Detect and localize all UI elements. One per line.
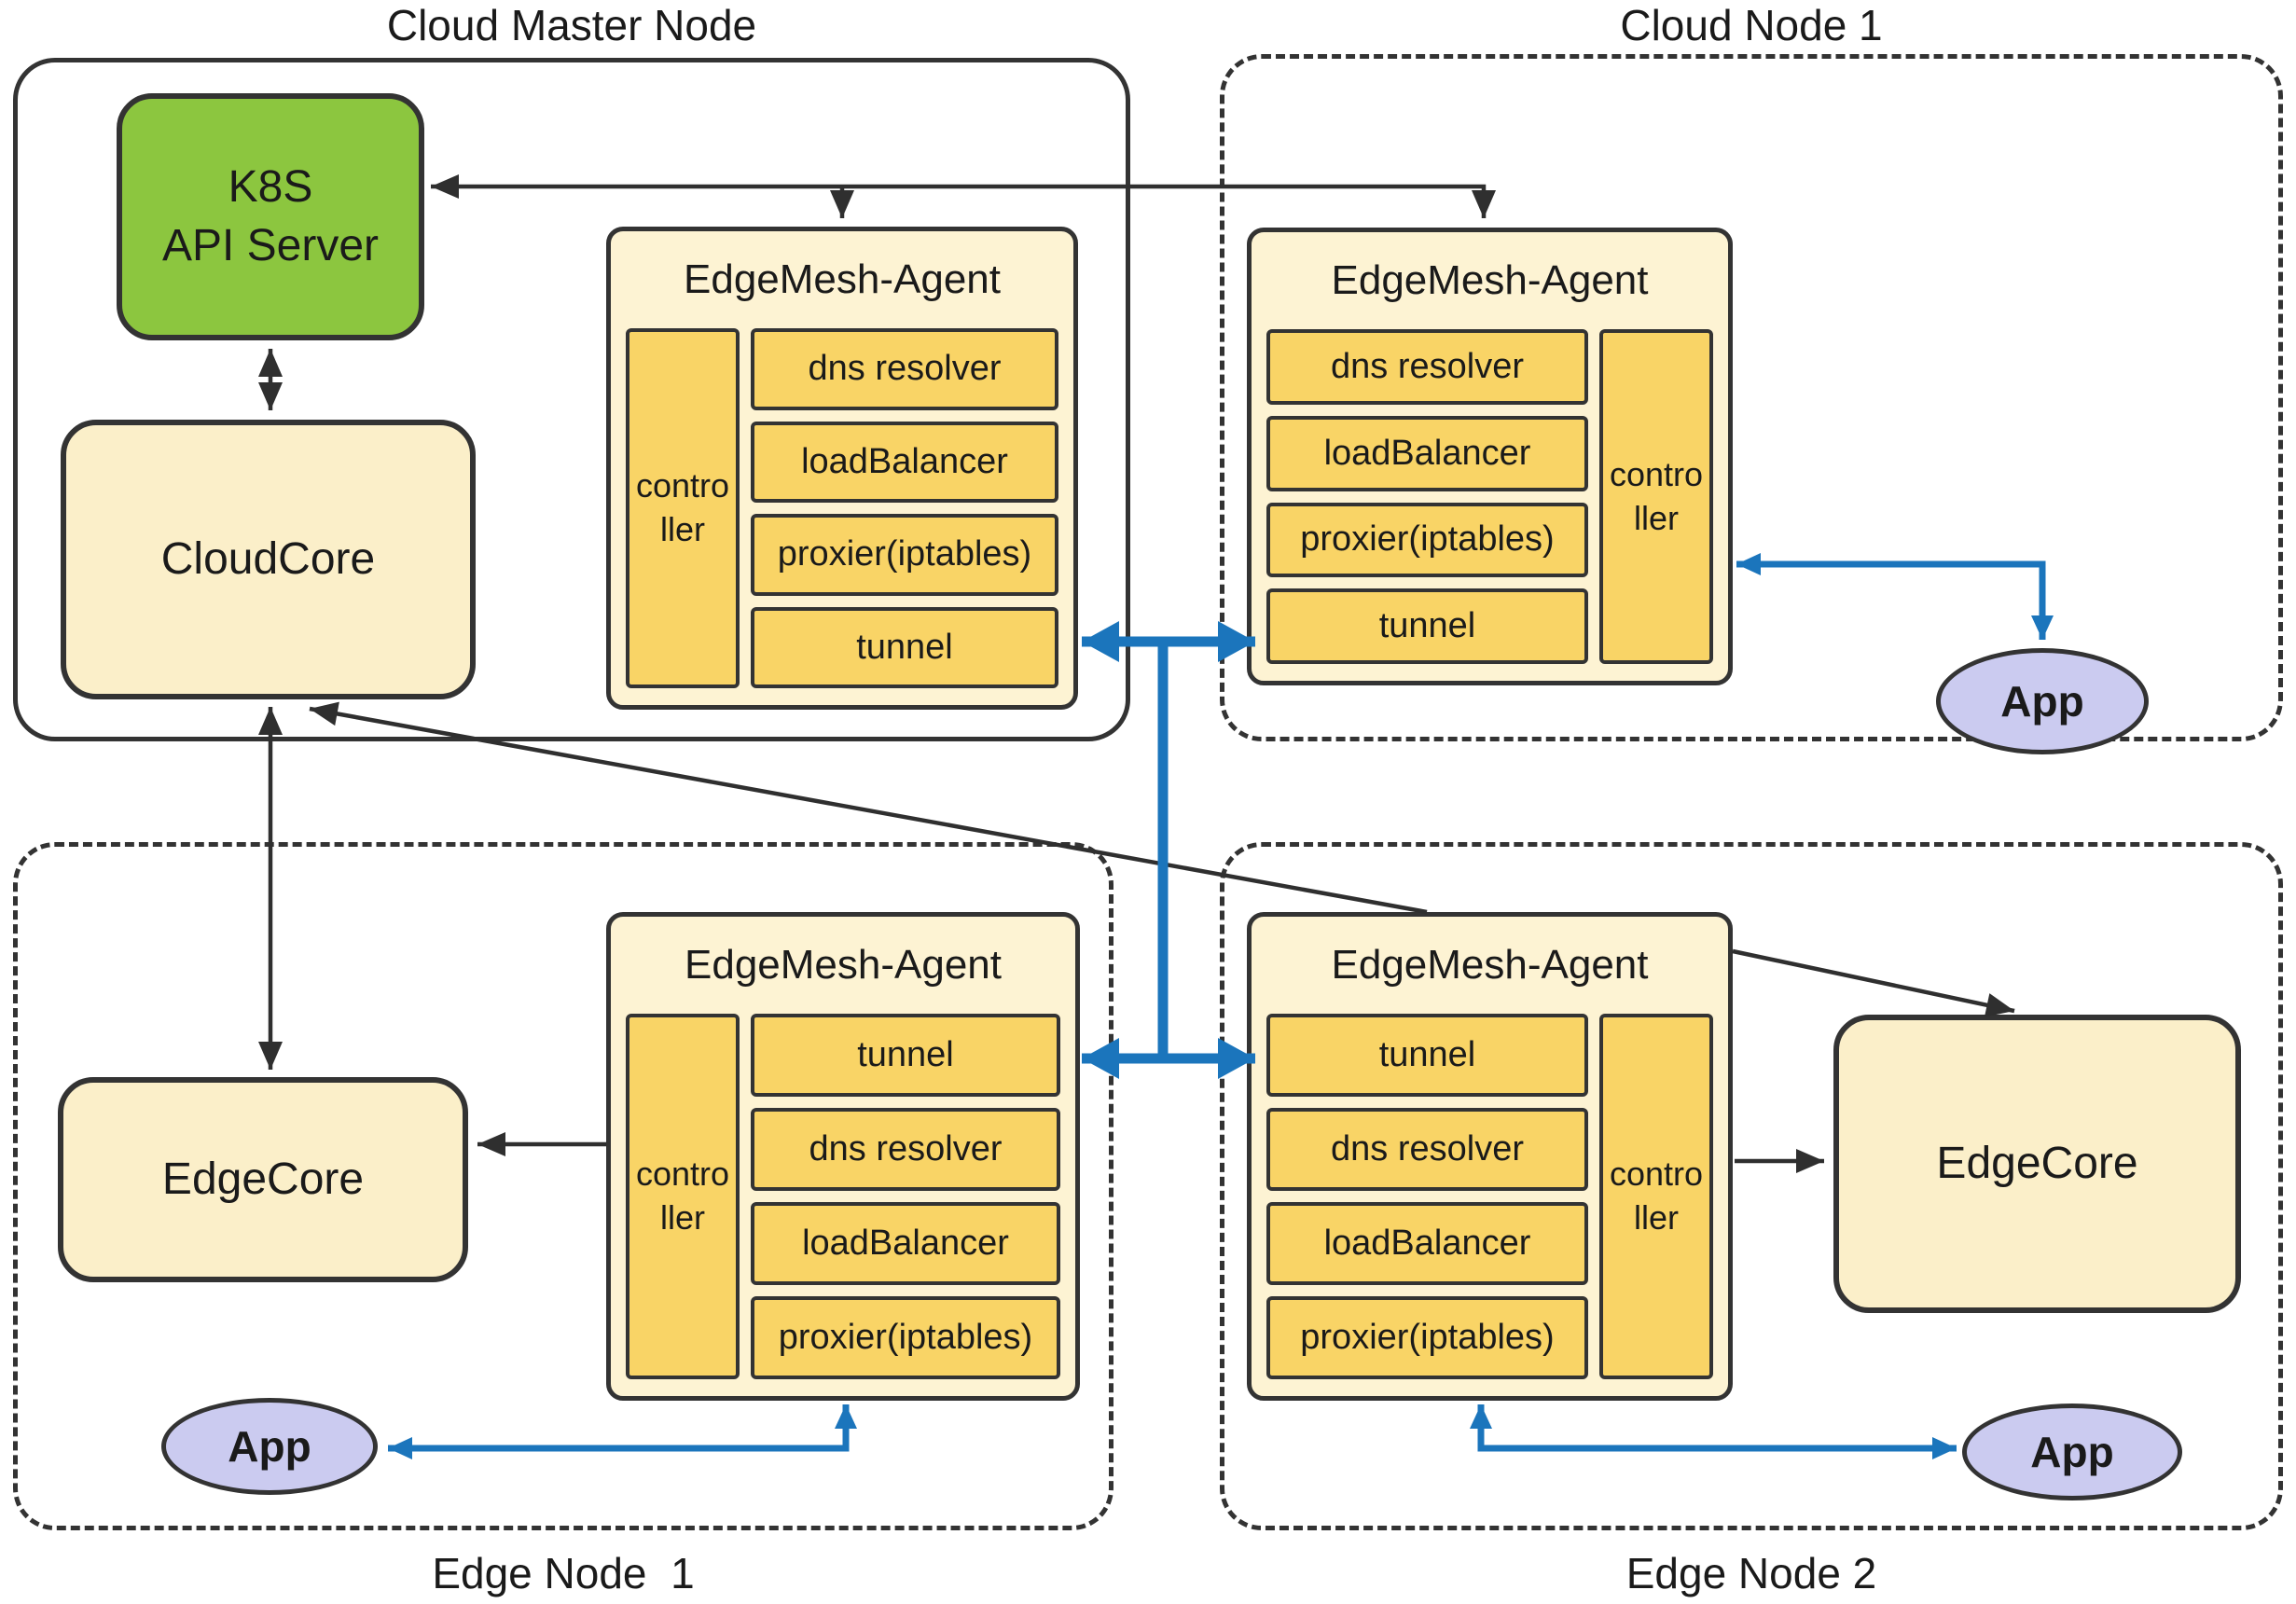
edgemesh-agent-title: EdgeMesh-Agent: [1331, 942, 1649, 988]
edgemesh-agent-title: EdgeMesh-Agent: [684, 256, 1001, 302]
tunnel-module: tunnel: [751, 606, 1058, 688]
app-label: App: [2000, 677, 2084, 726]
cloud-node-1-title: Cloud Node 1: [1620, 1, 1883, 49]
app-ellipse-cloud-node-1: App: [1936, 648, 2149, 754]
edgemesh-agent-title: EdgeMesh-Agent: [685, 942, 1002, 988]
app-label: App: [2030, 1428, 2114, 1476]
app-ellipse-edge-node-2: App: [1962, 1404, 2182, 1500]
controller-module: controller: [626, 328, 740, 688]
module-column: tunnel dns resolver loadBalancer proxier…: [1266, 1014, 1588, 1379]
edgemesh-agent-body: dns resolver loadBalancer proxier(iptabl…: [1252, 329, 1728, 681]
app-label: App: [228, 1422, 311, 1471]
dns-resolver-module: dns resolver: [751, 1108, 1060, 1191]
controller-module: controller: [626, 1014, 740, 1379]
module-column: dns resolver loadBalancer proxier(iptabl…: [1266, 329, 1588, 664]
edgemesh-agent-edge-node-1: EdgeMesh-Agent controller tunnel dns res…: [606, 912, 1080, 1401]
controller-module: controller: [1599, 1014, 1713, 1379]
edgemesh-agent-body: tunnel dns resolver loadBalancer proxier…: [1252, 1014, 1728, 1396]
tunnel-module: tunnel: [1266, 1014, 1588, 1097]
edgemesh-agent-title: EdgeMesh-Agent: [1331, 257, 1649, 303]
cloud-node-1-container: [1220, 54, 2283, 741]
tunnel-module: tunnel: [1266, 588, 1588, 664]
app-ellipse-edge-node-1: App: [161, 1398, 378, 1495]
cloudcore-box: CloudCore: [61, 420, 476, 699]
cloudcore-label: CloudCore: [160, 533, 376, 584]
proxier-module: proxier(iptables): [751, 1296, 1060, 1379]
edge-node-2-title: Edge Node 2: [1625, 1549, 1877, 1597]
dns-resolver-module: dns resolver: [1266, 329, 1588, 405]
tunnel-module: tunnel: [751, 1014, 1060, 1097]
module-column: dns resolver loadBalancer proxier(iptabl…: [751, 328, 1058, 688]
edgecore-box-edge-node-1: EdgeCore: [58, 1077, 468, 1282]
dns-resolver-module: dns resolver: [751, 328, 1058, 410]
loadbalancer-module: loadBalancer: [1266, 1202, 1588, 1285]
module-column: tunnel dns resolver loadBalancer proxier…: [751, 1014, 1060, 1379]
cloud-master-node-title: Cloud Master Node: [386, 1, 757, 49]
edgemesh-agent-master: EdgeMesh-Agent controller dns resolver l…: [606, 227, 1078, 710]
loadbalancer-module: loadBalancer: [751, 421, 1058, 503]
loadbalancer-module: loadBalancer: [751, 1202, 1060, 1285]
edgemesh-agent-body: controller dns resolver loadBalancer pro…: [611, 328, 1073, 705]
edgecore-label: EdgeCore: [1936, 1138, 2138, 1188]
controller-module: controller: [1599, 329, 1713, 664]
proxier-module: proxier(iptables): [1266, 502, 1588, 578]
proxier-module: proxier(iptables): [1266, 1296, 1588, 1379]
edge-node-2-container: [1220, 842, 2283, 1530]
dns-resolver-module: dns resolver: [1266, 1108, 1588, 1191]
edgemesh-agent-cloud-node-1: EdgeMesh-Agent dns resolver loadBalancer…: [1247, 228, 1733, 685]
edge-node-1-title: Edge Node 1: [432, 1549, 695, 1597]
edgecore-box-edge-node-2: EdgeCore: [1833, 1015, 2241, 1313]
edgemesh-agent-body: controller tunnel dns resolver loadBalan…: [611, 1014, 1075, 1396]
k8s-api-server-box: K8S API Server: [117, 93, 424, 340]
edgecore-label: EdgeCore: [161, 1154, 365, 1204]
k8s-api-server-label: K8S API Server: [161, 162, 380, 270]
edgemesh-agent-edge-node-2: EdgeMesh-Agent tunnel dns resolver loadB…: [1247, 912, 1733, 1401]
loadbalancer-module: loadBalancer: [1266, 415, 1588, 491]
proxier-module: proxier(iptables): [751, 514, 1058, 596]
